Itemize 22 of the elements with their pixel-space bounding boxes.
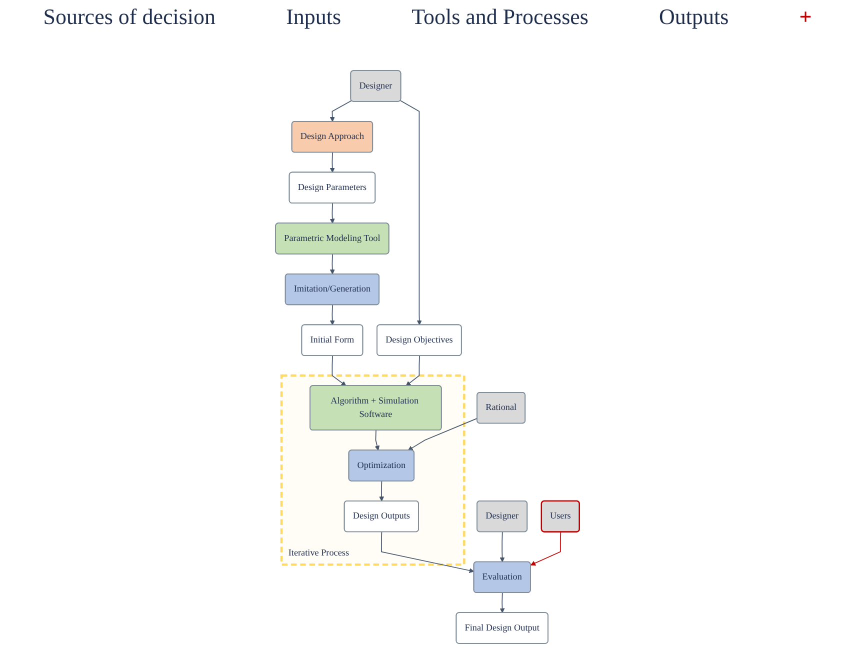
flowchart: Designer Design Approach Design Parameters Parametric Modeling Tool Imitation/Generation Initial Form Design Objectives Algorithm + Simulation Software Rational Optimization Design Outputs Designer Users Iterative Process Evaluation Final Design Output [271,66,584,648]
arrow [330,152,335,173]
arrow [500,532,505,562]
arrow [408,418,478,451]
arrow [374,430,380,451]
arrow [332,355,346,386]
column-header: Outputs [658,4,729,30]
column-header: Sources of decision [43,4,216,30]
arrow [530,532,562,566]
arrow [400,100,422,326]
arrow [379,480,384,502]
arrow [500,592,505,614]
column-header: Inputs [286,4,342,30]
arrow [330,254,335,274]
arrow [381,532,474,573]
arrow [330,202,335,224]
column-header: Tools and Processes [412,4,588,30]
plus-sign-label: + [799,4,812,30]
arrow [330,304,335,326]
arrow [406,355,420,386]
arrow [330,100,352,122]
cluster [280,374,466,566]
